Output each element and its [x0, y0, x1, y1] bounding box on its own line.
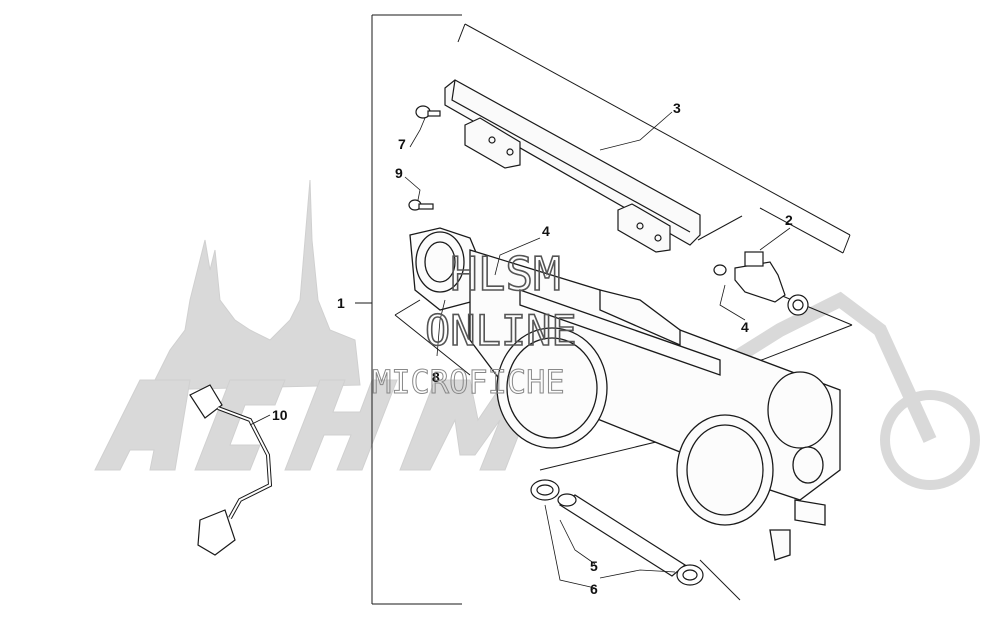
callout-4-lower: 4 [741, 319, 749, 335]
sensor-cable [189, 384, 273, 556]
background-bike-frame [696, 291, 937, 443]
callout-10: 10 [272, 407, 288, 423]
background-brand-letters [94, 379, 541, 471]
callout-6: 6 [590, 581, 598, 597]
throttle-body [409, 227, 841, 561]
leader-lines [249, 111, 791, 589]
callout-4-upper: 4 [542, 223, 550, 239]
brand-letter-2 [194, 379, 286, 471]
callout-1: 1 [337, 295, 345, 311]
callout-7: 7 [398, 136, 406, 152]
watermark-line-2: ONLINE [425, 306, 577, 355]
castle-silhouette [149, 179, 361, 391]
callout-5: 5 [590, 558, 598, 574]
hose-clamp-lower [676, 564, 704, 586]
callout-labels: 1 2 3 4 4 5 6 7 8 9 10 [272, 100, 793, 597]
hose-clamp-upper [530, 479, 560, 501]
screw-9 [408, 199, 434, 211]
hose [557, 493, 687, 577]
watermark-line-3: MICROFICHE [372, 363, 565, 401]
screw-7 [415, 105, 441, 119]
callout-8: 8 [432, 369, 440, 385]
fuel-injector [713, 251, 809, 316]
callout-3: 3 [673, 100, 681, 116]
brand-letter-1 [94, 379, 191, 471]
background-logo [94, 179, 980, 490]
fuel-rail [444, 79, 701, 253]
watermark-line-1: HLSM [450, 247, 561, 301]
background-wheel [880, 390, 980, 490]
brand-letter-3 [284, 379, 398, 471]
callout-2: 2 [785, 212, 793, 228]
assembly-bracket [355, 14, 462, 605]
callout-9: 9 [395, 165, 403, 181]
watermark: HLSM ONLINE MICROFICHE [372, 246, 578, 401]
